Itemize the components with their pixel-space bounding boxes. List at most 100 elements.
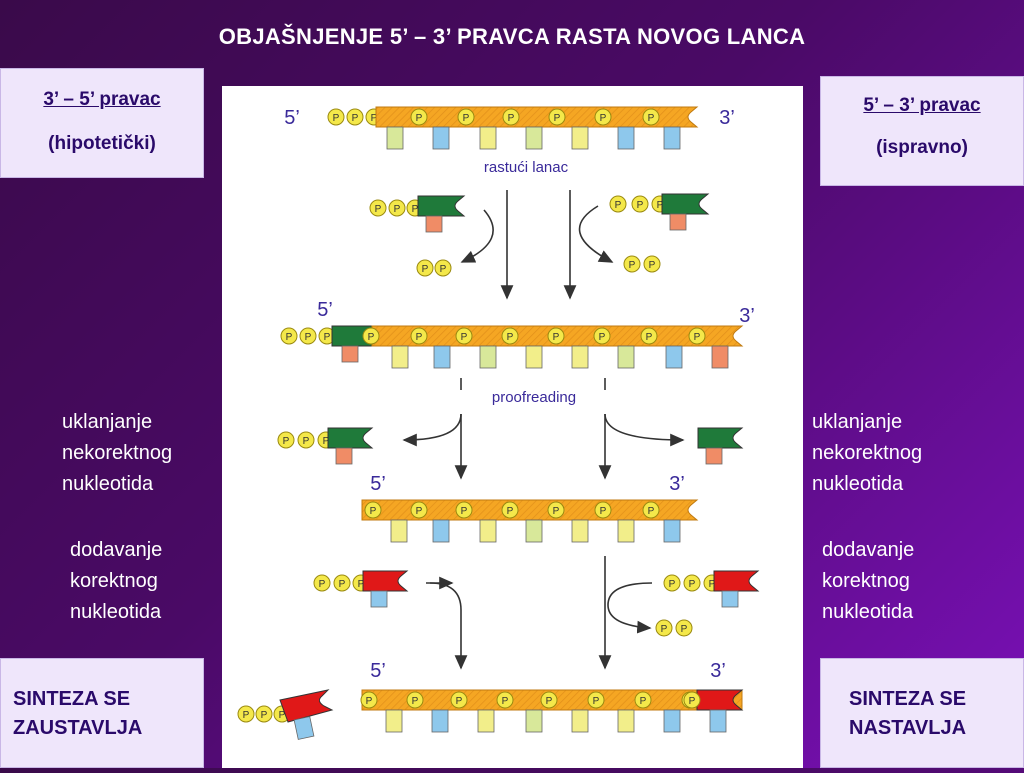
phosphate-group bbox=[683, 691, 701, 709]
base-block bbox=[293, 716, 315, 740]
phosphate-label: P bbox=[333, 113, 340, 124]
phosphate-group bbox=[683, 574, 701, 592]
incoming-green-nucleotide-right bbox=[661, 193, 710, 215]
phosphate-label: P bbox=[412, 696, 419, 707]
phosphate-group bbox=[237, 705, 255, 723]
phosphate-group bbox=[364, 501, 382, 519]
phosphate-group bbox=[388, 199, 406, 217]
base-block bbox=[479, 126, 497, 150]
phosphate-label: P bbox=[324, 332, 331, 343]
phosphate-group bbox=[548, 108, 566, 126]
phosphate-group bbox=[501, 327, 519, 345]
base-block bbox=[425, 215, 443, 233]
base-block bbox=[617, 519, 635, 543]
phosphate-group bbox=[362, 327, 380, 345]
left-direction-heading: 3’ – 5’ pravac bbox=[43, 89, 161, 110]
phosphate-group bbox=[455, 327, 473, 345]
phosphate-label: P bbox=[243, 710, 250, 721]
three-prime-label: 3’ bbox=[669, 473, 685, 495]
phosphate-label: P bbox=[593, 696, 600, 707]
base-block bbox=[341, 345, 359, 363]
phosphate-label: P bbox=[554, 113, 561, 124]
right-addition-text: dodavanje korektnog nukleotida bbox=[822, 539, 915, 623]
phosphate-label: P bbox=[305, 332, 312, 343]
phosphate-group bbox=[502, 108, 520, 126]
synthesis-stops-line2: ZAUSTAVLJA bbox=[13, 717, 143, 739]
three-prime-label: 3’ bbox=[719, 107, 735, 129]
phosphate-label: P bbox=[279, 710, 286, 721]
phosphate-label: P bbox=[366, 696, 373, 707]
phosphate-label: P bbox=[508, 113, 515, 124]
phosphate-group bbox=[547, 327, 565, 345]
phosphate-group bbox=[642, 501, 660, 519]
phosphate-label: P bbox=[339, 579, 346, 590]
base-block bbox=[709, 709, 727, 733]
phosphate-group bbox=[675, 619, 693, 637]
right-removal-text: uklanjanje nekorektnog nukleotida bbox=[812, 411, 923, 495]
five-prime-label: 5’ bbox=[370, 660, 386, 682]
phosphate-label: P bbox=[371, 113, 378, 124]
phosphate-label: P bbox=[412, 204, 419, 215]
phosphate-group bbox=[655, 619, 673, 637]
phosphate-label: P bbox=[358, 579, 365, 590]
phosphate-label: P bbox=[546, 696, 553, 707]
three-prime-label: 3’ bbox=[739, 305, 755, 327]
phosphate-group bbox=[642, 108, 660, 126]
synthesis-continues-line2: NASTAVLJA bbox=[849, 717, 967, 739]
phosphate-label: P bbox=[422, 264, 429, 275]
phosphate-group bbox=[450, 691, 468, 709]
synthesis-stops-line1: SINTEZA SE bbox=[13, 688, 131, 710]
base-block bbox=[391, 345, 409, 369]
phosphate-label: P bbox=[303, 436, 310, 447]
phosphate-group bbox=[501, 501, 519, 519]
down-arrow-left-3 bbox=[429, 582, 468, 670]
phosphate-group bbox=[594, 108, 612, 126]
phosphate-label: P bbox=[657, 200, 664, 211]
phosphate-label: P bbox=[648, 113, 655, 124]
base-block bbox=[705, 447, 723, 465]
phosphate-group bbox=[434, 259, 452, 277]
phosphate-group bbox=[410, 501, 428, 519]
base-block bbox=[663, 126, 681, 150]
base-block bbox=[386, 126, 404, 150]
growing-chain-label: rastući lanac bbox=[484, 159, 569, 176]
phosphate-label: P bbox=[553, 506, 560, 517]
left-direction-subtitle: (hipotetički) bbox=[48, 133, 156, 154]
five-prime-label: 5’ bbox=[317, 299, 333, 321]
phosphate-label: P bbox=[640, 696, 647, 707]
phosphate-label: P bbox=[416, 332, 423, 343]
phosphate-group bbox=[406, 691, 424, 709]
left-removal-text: uklanjanje nekorektnog nukleotida bbox=[62, 411, 173, 495]
join-arrow-right bbox=[607, 582, 653, 634]
phosphate-label: P bbox=[370, 506, 377, 517]
phosphate-label: P bbox=[507, 332, 514, 343]
base-block bbox=[479, 519, 497, 543]
phosphate-label: P bbox=[261, 710, 268, 721]
synthesis-stops-box: SINTEZA SE ZAUSTAVLJA bbox=[0, 658, 204, 768]
release-pyrophosphate-arrow-right bbox=[578, 205, 614, 263]
synthesis-continues-line1: SINTEZA SE bbox=[849, 688, 967, 710]
base-block bbox=[571, 345, 589, 369]
phosphate-label: P bbox=[440, 264, 447, 275]
phosphate-group bbox=[410, 327, 428, 345]
phosphate-label: P bbox=[629, 260, 636, 271]
base-block bbox=[721, 590, 739, 608]
phosphate-label: P bbox=[599, 332, 606, 343]
phosphate-label: P bbox=[553, 332, 560, 343]
phosphate-label: P bbox=[600, 506, 607, 517]
phosphate-group bbox=[277, 431, 295, 449]
phosphate-label: P bbox=[394, 204, 401, 215]
phosphate-group bbox=[280, 327, 298, 345]
phosphate-group bbox=[333, 574, 351, 592]
five-prime-label: 5’ bbox=[370, 473, 386, 495]
phosphate-label: P bbox=[709, 579, 716, 590]
phosphate-label: P bbox=[456, 696, 463, 707]
phosphate-label: P bbox=[416, 113, 423, 124]
base-block bbox=[479, 345, 497, 369]
phosphate-label: P bbox=[463, 113, 470, 124]
slide-title: OBJAŠNJENJE 5’ – 3’ PRAVCA RASTA NOVOG L… bbox=[218, 24, 806, 49]
phosphate-group bbox=[688, 327, 706, 345]
phosphate-label: P bbox=[507, 506, 514, 517]
phosphate-group bbox=[327, 108, 345, 126]
removal-arrow-left bbox=[402, 413, 462, 447]
